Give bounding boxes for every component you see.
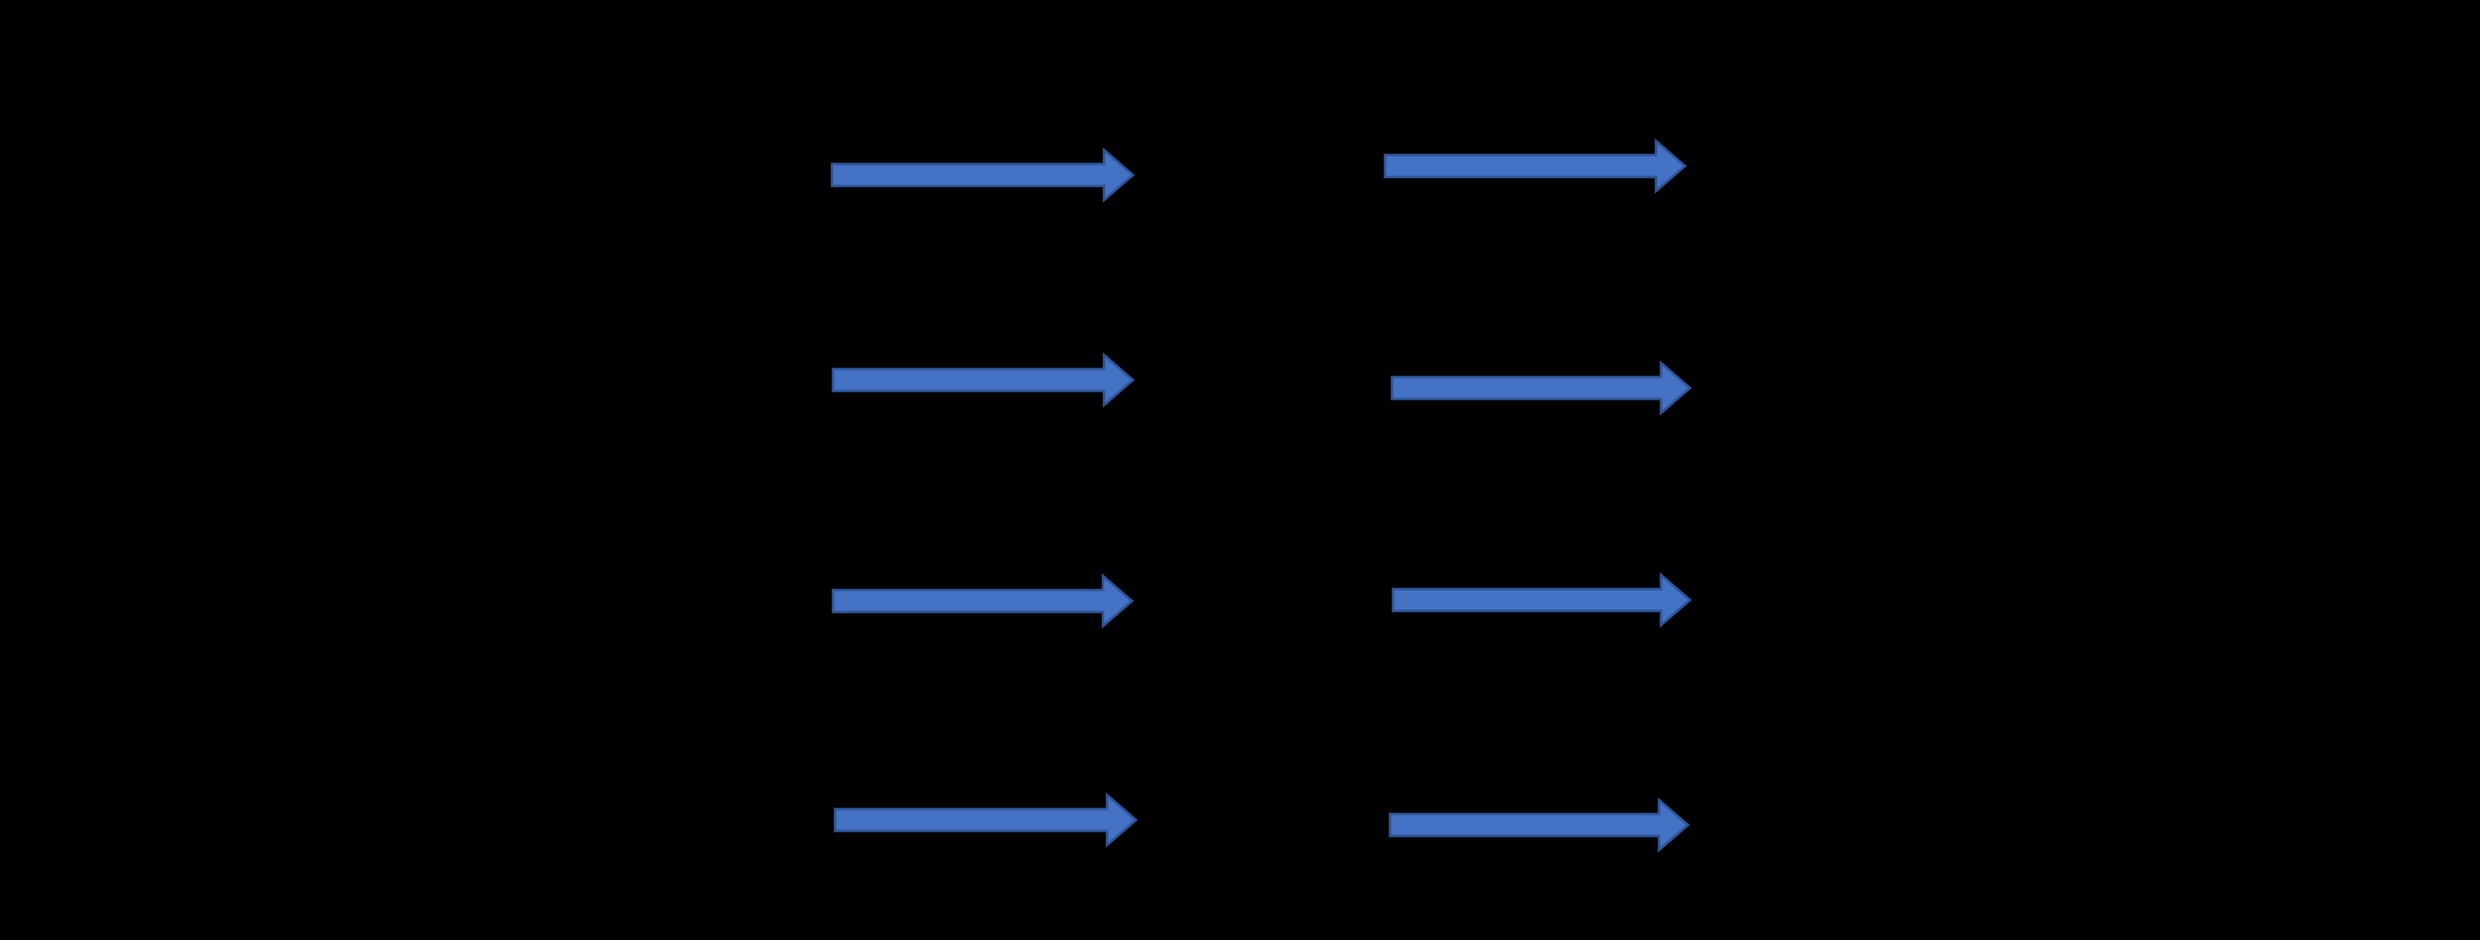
arrow-col1-row1-right-arrow-icon xyxy=(830,147,1135,203)
arrow-col2-row3-right-arrow-icon xyxy=(1391,572,1692,628)
arrow-col2-row4-right-arrow-icon xyxy=(1388,797,1690,853)
arrow-layer xyxy=(830,138,1692,853)
arrow-col1-row3-right-arrow-icon xyxy=(831,573,1134,629)
arrow-col2-row2-right-arrow-icon xyxy=(1390,360,1692,416)
arrow-col1-row2-right-arrow-icon xyxy=(831,352,1135,408)
arrow-col2-row1-right-arrow-icon xyxy=(1383,138,1687,194)
arrow-col1-row4-right-arrow-icon xyxy=(833,792,1138,848)
